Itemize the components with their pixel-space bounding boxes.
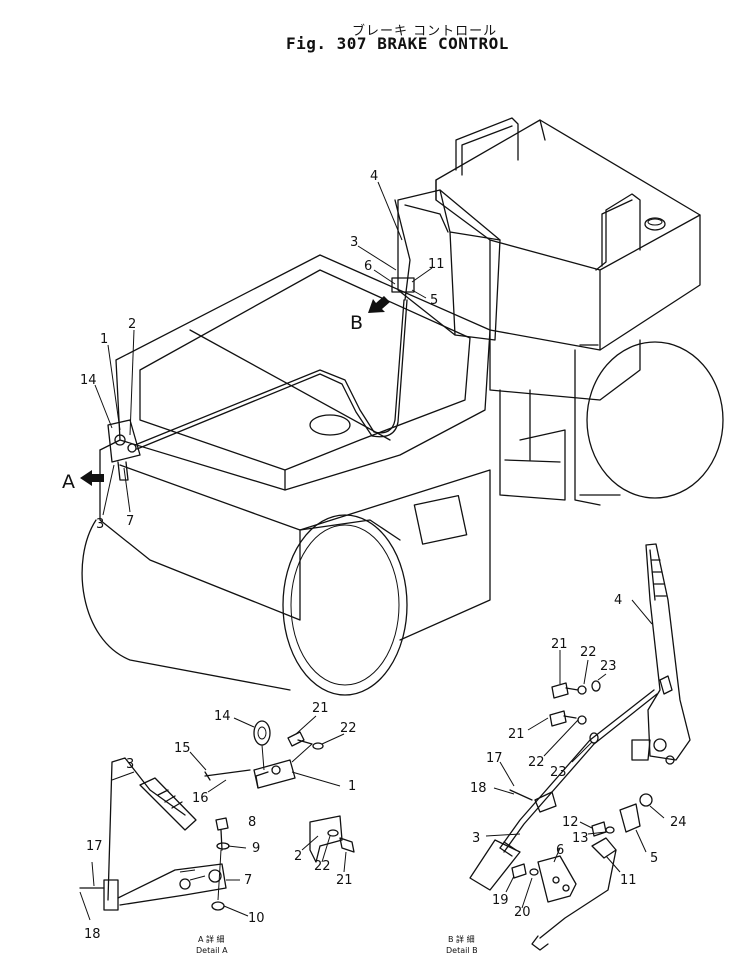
engine-hood (435, 119, 701, 351)
callout-a-18: 18 (84, 927, 101, 942)
nut-10 (211, 901, 225, 911)
pulley-14 (253, 720, 271, 746)
detail-captions: A 詳 細 Detail A B 詳 細 Detail B (196, 934, 478, 955)
cable-3-b (499, 689, 655, 849)
detail-a-callout-labels: 14 21 22 15 1 16 3 8 9 7 17 18 10 2 22 2… (84, 701, 357, 942)
figure-title: Fig. 307 BRAKE CONTROL (286, 34, 509, 53)
tank-cap (309, 414, 351, 436)
callout-b-5: 5 (650, 851, 658, 866)
callout-14: 14 (80, 373, 97, 388)
callout-a-3: 3 (126, 757, 134, 772)
callout-a-21: 21 (312, 701, 329, 716)
cable-end (103, 879, 119, 911)
callout-b-6: 6 (556, 843, 564, 858)
lever-7 (117, 863, 227, 906)
callout-b-22-b: 22 (528, 755, 545, 770)
front-drum (81, 519, 291, 691)
drum-housing (99, 449, 491, 641)
view-a-arrow (80, 470, 104, 486)
callout-b-23: 23 (600, 659, 617, 674)
callout-b-11: 11 (620, 873, 637, 888)
front-tank (115, 254, 491, 491)
view-b-arrow (368, 296, 390, 313)
callout-b-12: 12 (562, 815, 579, 830)
cable-3 (107, 757, 186, 901)
callout-b-21-b: 21 (508, 727, 525, 742)
callout-a-1: 1 (348, 779, 356, 794)
callout-b-18: 18 (470, 781, 487, 796)
callout-b-4: 4 (614, 593, 622, 608)
rear-wheel (586, 341, 724, 499)
switch-11 (591, 837, 617, 859)
callout-a-7: 7 (244, 873, 252, 888)
callout-a-14: 14 (214, 709, 231, 724)
detail-b-drawing (469, 543, 691, 951)
callout-a-16: 16 (192, 791, 209, 806)
callout-a-8: 8 (248, 815, 256, 830)
drum-end (282, 514, 408, 696)
view-a-label: A (62, 471, 75, 493)
callout-a-22: 22 (340, 721, 357, 736)
detail-b-callout-labels: 4 21 22 23 21 22 23 17 18 12 13 24 3 6 5… (470, 593, 687, 920)
callout-a-9: 9 (252, 841, 260, 856)
callout-b-17: 17 (486, 751, 503, 766)
bracket-6 (537, 855, 577, 903)
callout-3: 3 (96, 517, 104, 532)
road-roller-drawing (81, 117, 724, 696)
bracket-2 (309, 815, 343, 863)
callout-a-2: 2 (294, 849, 302, 864)
callout-a-21-b: 21 (336, 873, 353, 888)
main-callout-labels: 1 2 14 3 7 4 3 6 11 5 A B (62, 169, 445, 532)
callout-2: 2 (128, 317, 136, 332)
bracket-5 (619, 803, 641, 833)
washer-9 (216, 842, 230, 850)
view-b-label: B (350, 312, 363, 334)
figure-title-jp: ブレーキ コントロール (352, 24, 498, 39)
detail-b-caption-jp: B 詳 細 (448, 934, 475, 944)
callout-6: 6 (364, 259, 372, 274)
callout-b-23-b: 23 (550, 765, 567, 780)
washer-22-a (312, 742, 324, 750)
callout-1: 1 (100, 332, 108, 347)
bracket-pivot (114, 434, 126, 446)
callout-5: 5 (430, 293, 438, 308)
side-handrail (595, 193, 641, 271)
callout-b-13: 13 (572, 831, 589, 846)
rear-handrail (455, 117, 519, 171)
callout-b-20: 20 (514, 905, 531, 920)
fuel-cap (644, 217, 666, 231)
callout-a-15: 15 (174, 741, 191, 756)
nut-24 (639, 793, 653, 807)
lever-4 (645, 543, 691, 761)
callout-b-22: 22 (580, 645, 597, 660)
detail-a-leaders (79, 715, 347, 921)
detail-a-caption-jp: A 詳 細 (198, 934, 225, 944)
control-column (397, 189, 501, 341)
lever-bracket (391, 277, 415, 293)
callout-11: 11 (428, 257, 445, 272)
callout-b-3: 3 (472, 831, 480, 846)
bolt-8 (215, 817, 229, 851)
callout-a-22-b: 22 (314, 859, 331, 874)
detail-a-drawing (79, 720, 355, 911)
callout-a-17: 17 (86, 839, 103, 854)
main-leaders (94, 181, 433, 516)
detail-b-caption: Detail B (446, 946, 478, 955)
detail-a-caption: Detail A (196, 946, 228, 955)
callout-7: 7 (126, 514, 134, 529)
callout-b-24: 24 (670, 815, 687, 830)
brake-rod (134, 299, 405, 446)
callout-a-10: 10 (248, 911, 265, 926)
callout-3-b: 3 (350, 235, 358, 250)
callout-4: 4 (370, 169, 378, 184)
frame (489, 329, 641, 401)
callout-b-19: 19 (492, 893, 509, 908)
callout-b-21: 21 (551, 637, 568, 652)
detail-b-leaders (485, 599, 665, 909)
